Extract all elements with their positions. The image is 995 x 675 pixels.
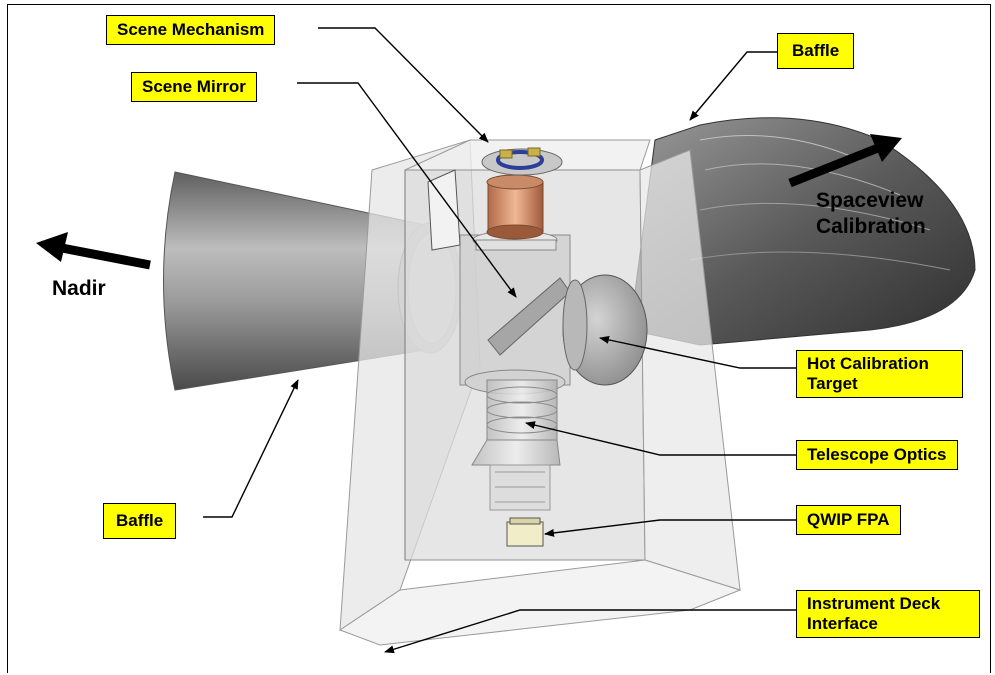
leader-lines [203, 27, 796, 654]
nadir-arrowhead [36, 232, 68, 262]
hot-calibration-target-line2: Target [807, 374, 858, 393]
instrument-deck-line1: Instrument Deck [807, 594, 941, 613]
callout-scene-mirror: Scene Mirror [131, 72, 257, 102]
spaceview-line1: Spaceview [816, 189, 924, 212]
callout-instrument-deck-interface: Instrument Deck Interface [796, 590, 980, 638]
callout-baffle-bottom: Baffle [103, 503, 177, 539]
scene-mechanism [427, 147, 563, 251]
callout-scene-mechanism: Scene Mechanism [106, 15, 276, 45]
label-spaceview-calibration: Spaceview Calibration [816, 188, 926, 240]
telescope-optics [471, 379, 561, 511]
callout-baffle-top: Baffle [777, 33, 855, 69]
spaceview-line2: Calibration [816, 215, 926, 238]
callout-hot-calibration-target: Hot Calibration Target [796, 350, 963, 398]
direction-arrows [36, 134, 902, 270]
hot-calibration-target [562, 274, 648, 386]
label-nadir: Nadir [52, 277, 106, 300]
callout-qwip-fpa: QWIP FPA [796, 505, 901, 535]
qwip-fpa [506, 517, 544, 547]
scene-mirror-assembly [459, 230, 571, 395]
hot-calibration-target-line1: Hot Calibration [807, 354, 929, 373]
figure-frame [7, 4, 991, 673]
spaceview-arrowhead [870, 134, 902, 162]
callout-telescope-optics: Telescope Optics [796, 440, 958, 470]
instrument-deck-line2: Interface [807, 614, 878, 633]
spaceview-baffle [629, 117, 976, 346]
